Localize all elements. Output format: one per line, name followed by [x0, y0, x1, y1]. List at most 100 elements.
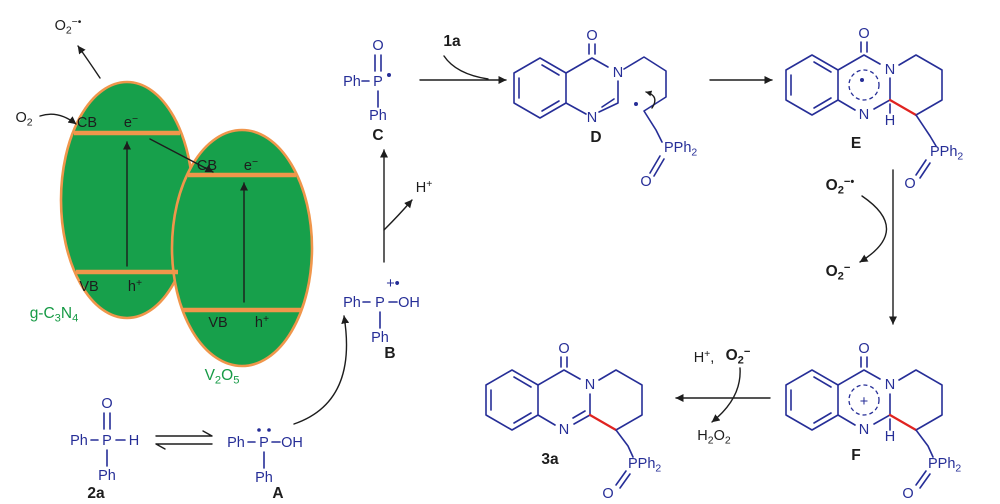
o2-label: O2 — [15, 110, 32, 129]
diphenylphosphinoyl-group: PPh2 — [628, 456, 661, 475]
radical-cation-charge: +• — [386, 276, 400, 292]
h2o2-label: H2O2 — [697, 428, 731, 447]
hydrogen-atom: H — [885, 113, 895, 129]
phosphorus-atom: P — [375, 295, 385, 311]
oxygen-atom: O — [586, 28, 597, 44]
new-cc-bond-red — [888, 98, 918, 117]
piperidine-ring — [889, 369, 943, 431]
structure-F: O N N H + PPh2 O F — [785, 341, 961, 502]
nitrogen-atom: N — [885, 377, 895, 393]
nitrogen-atom: N — [885, 62, 895, 78]
methylene-linker — [915, 429, 934, 458]
species-label-2a: 2a — [87, 485, 105, 502]
bond-skeleton-2a — [90, 412, 126, 467]
v2o5-electron-label: e− — [244, 157, 258, 174]
oxygen-atom: O — [372, 38, 383, 54]
structure-D: O N N PPh2 O D — [513, 28, 697, 190]
equilibrium-reverse-arrow — [155, 443, 213, 450]
proton-loss-arrow — [383, 199, 413, 231]
phenyl-group: Ph — [98, 468, 116, 484]
structure-3a: O N N PPh2 O 3a — [485, 341, 661, 502]
gc3n4-cb-label: CB — [77, 115, 97, 131]
pyrimidinone-ring — [537, 356, 591, 426]
diphenylphosphinoyl-group: PPh2 — [664, 140, 697, 159]
electron-transfer-arrow — [149, 138, 214, 173]
superoxide-top-label: O2−• — [55, 17, 82, 37]
v2o5-hole-label: h+ — [255, 314, 269, 331]
proton-label: H+, — [694, 349, 715, 366]
species-label-F: F — [851, 447, 860, 464]
phosphoryl-double-bond — [915, 159, 931, 179]
species-label-B: B — [384, 345, 395, 362]
lone-pair-dot — [257, 428, 261, 432]
oxygen-atom: O — [640, 174, 651, 190]
phenyl-group: Ph — [371, 330, 389, 346]
radical-dot — [634, 102, 638, 106]
lone-pair-dot — [267, 428, 271, 432]
structure-C: O Ph P Ph C — [343, 38, 391, 144]
diphenylphosphinoyl-group: PPh2 — [930, 144, 963, 163]
species-label-C: C — [372, 127, 383, 144]
bond-skeleton-A — [247, 441, 281, 469]
oxygen-atom: O — [858, 26, 869, 42]
nitrogen-atom: N — [559, 422, 569, 438]
phenyl-group: Ph — [369, 108, 387, 124]
a-to-b-arrow — [293, 315, 350, 425]
v2o5-name: V2O5 — [205, 367, 240, 387]
superoxide-anion-label: O2− — [826, 262, 851, 283]
nitrogen-atom: N — [613, 65, 623, 81]
cation-plus-sign: + — [860, 394, 868, 410]
methylene-linker — [615, 429, 634, 458]
new-cc-bond-red — [888, 413, 918, 432]
species-label-3a: 3a — [541, 451, 559, 468]
o2-anion-label: O2− — [726, 346, 751, 367]
o2-capture-arrow — [39, 113, 77, 125]
benzene-double-bonds — [518, 64, 560, 112]
phosphoryl-double-bond — [615, 470, 631, 489]
h2o2-release-arc — [711, 367, 741, 423]
alkyl-chain — [623, 56, 667, 143]
structure-2a: O Ph P H Ph 2a — [70, 396, 139, 502]
benzene-double-bonds — [790, 61, 832, 109]
species-label-E: E — [851, 135, 861, 152]
structure-B: +• Ph P OH Ph B — [343, 276, 420, 362]
nitrogen-atom: N — [859, 422, 869, 438]
hydrogen-atom: H — [885, 429, 895, 445]
pyrimidinone-ring — [565, 43, 619, 115]
v2o5-vb-label: VB — [208, 315, 227, 331]
oxygen-atom: O — [602, 486, 613, 502]
v2o5-particle — [170, 128, 314, 368]
structure-E: O N N H PPh2 O E — [785, 26, 963, 192]
phenyl-group: Ph — [343, 74, 361, 90]
benzene-ring — [785, 54, 839, 116]
hydroxyl-group: OH — [398, 295, 420, 311]
species-label-A: A — [272, 485, 283, 502]
equilibrium-forward-arrow — [155, 430, 213, 437]
benzene-double-bonds — [790, 376, 832, 424]
hydrogen-atom: H — [129, 433, 139, 449]
new-cc-bond-red — [588, 413, 618, 432]
hydroxyl-group: OH — [281, 435, 303, 451]
phosphoryl-double-bond — [915, 470, 931, 489]
oxygen-atom: O — [858, 341, 869, 357]
cyclization-fishhook-arrow — [645, 90, 656, 109]
benzene-ring — [513, 57, 567, 119]
delocalized-cation-circle — [848, 384, 880, 416]
phosphorus-atom: P — [259, 435, 269, 451]
diphenylphosphinoyl-group: PPh2 — [928, 456, 961, 475]
radical-dot — [860, 78, 864, 82]
bond-skeleton-B — [362, 301, 398, 329]
phenyl-group: Ph — [227, 435, 245, 451]
nitrogen-atom: N — [859, 107, 869, 123]
bond-skeleton-C — [361, 54, 382, 108]
oxygen-atom: O — [902, 486, 913, 502]
species-label-D: D — [590, 129, 601, 146]
photocatalyst-scheme: CB e− VB h+ CB e− VB h+ g-C3N4 V2O5 O2 O… — [15, 17, 314, 387]
gc3n4-vb-label: VB — [79, 279, 98, 295]
superoxide-radical-label: O2−• — [826, 176, 855, 197]
piperidine-ring — [889, 54, 943, 116]
superoxide-release-arrow — [77, 45, 101, 79]
gc3n4-hole-label: h+ — [128, 278, 142, 295]
